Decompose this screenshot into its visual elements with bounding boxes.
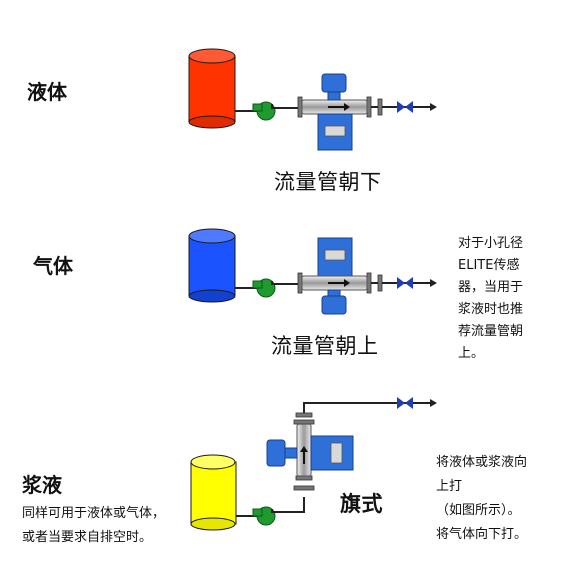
slurry-label: 浆液 [22, 473, 62, 497]
gas-flow-arrow-icon [328, 279, 350, 287]
gas-pump-icon [252, 278, 276, 298]
slurry-installation [190, 397, 437, 531]
gas-note-line: 上。 [458, 346, 485, 361]
slurry-note-line: （如图所示）。 [436, 503, 521, 518]
liquid-caption: 流量管朝下 [274, 170, 382, 194]
liquid-tank [188, 48, 236, 129]
slurry-discharge-pipe [303, 402, 432, 413]
slurry-note: 同样可用于液体或气体， 或者当要求自排空时。 [22, 502, 165, 550]
liquid-flow-arrow-icon [328, 103, 350, 111]
gas-note-line: 器，当用于 [458, 280, 524, 295]
liquid-installation [188, 48, 437, 151]
slurry-note-line: 或者当要求自排空时。 [22, 530, 153, 545]
slurry-valve-icon [397, 397, 413, 409]
gas-installation [188, 228, 437, 315]
liquid-label: 液体 [27, 80, 67, 104]
liquid-pump-icon [252, 101, 276, 121]
slurry-pump-icon [252, 506, 276, 526]
liquid-outlet-flange-2 [377, 98, 383, 116]
gas-valve-icon [397, 277, 413, 289]
gas-inlet-flange [297, 272, 303, 294]
gas-label: 气体 [33, 254, 73, 278]
slurry-note-line: 将气体向下打。 [436, 527, 528, 542]
liquid-valve-icon [397, 101, 413, 113]
slurry-side-note: 将液体或浆液向 上打 （如图所示）。 将气体向下打。 [436, 451, 527, 547]
liquid-inlet-flange [297, 96, 303, 118]
slurry-note-line: 将液体或浆液向 [436, 455, 528, 470]
gas-pipe-to-meter [271, 281, 300, 285]
slurry-sensor-housing [310, 435, 354, 471]
slurry-caption: 旗式 [340, 492, 383, 516]
gas-sensor-housing [317, 237, 353, 277]
slurry-transmitter [266, 439, 298, 467]
gas-note-line: 对于小孔径 [458, 236, 524, 251]
gas-caption: 流量管朝上 [271, 334, 379, 358]
slurry-upper-flange-2 [295, 412, 313, 418]
gas-side-note: 对于小孔径 ELITE传感 器，当用于 浆液时也推 荐流量管朝 上。 [458, 233, 523, 365]
gas-note-line: 浆液时也推 [458, 302, 524, 317]
gas-note-line: ELITE传感 [458, 258, 520, 273]
slurry-note-line: 同样可用于液体或气体， [22, 506, 166, 521]
slurry-upper-flange [293, 419, 315, 425]
slurry-lower-flange [293, 485, 315, 491]
slurry-flow-arrow-icon [300, 446, 308, 464]
slurry-flow-direction-arrow [430, 399, 437, 407]
liquid-transmitter [321, 73, 347, 101]
liquid-flow-direction-arrow [430, 103, 437, 111]
slurry-pipe-to-meter [271, 497, 305, 513]
gas-outlet-flange [366, 272, 372, 294]
slurry-note-line: 上打 [436, 479, 463, 494]
gas-transmitter [321, 289, 347, 315]
gas-tank [188, 228, 236, 303]
liquid-sensor-housing [317, 113, 353, 151]
gas-flow-direction-arrow [430, 279, 437, 287]
liquid-outlet-flange [366, 96, 372, 118]
gas-outlet-flange-2 [377, 274, 383, 292]
slurry-tank [190, 454, 237, 531]
slurry-lower-flange-2 [295, 475, 313, 481]
liquid-pipe-to-meter [271, 104, 300, 109]
gas-note-line: 荐流量管朝 [458, 324, 524, 339]
